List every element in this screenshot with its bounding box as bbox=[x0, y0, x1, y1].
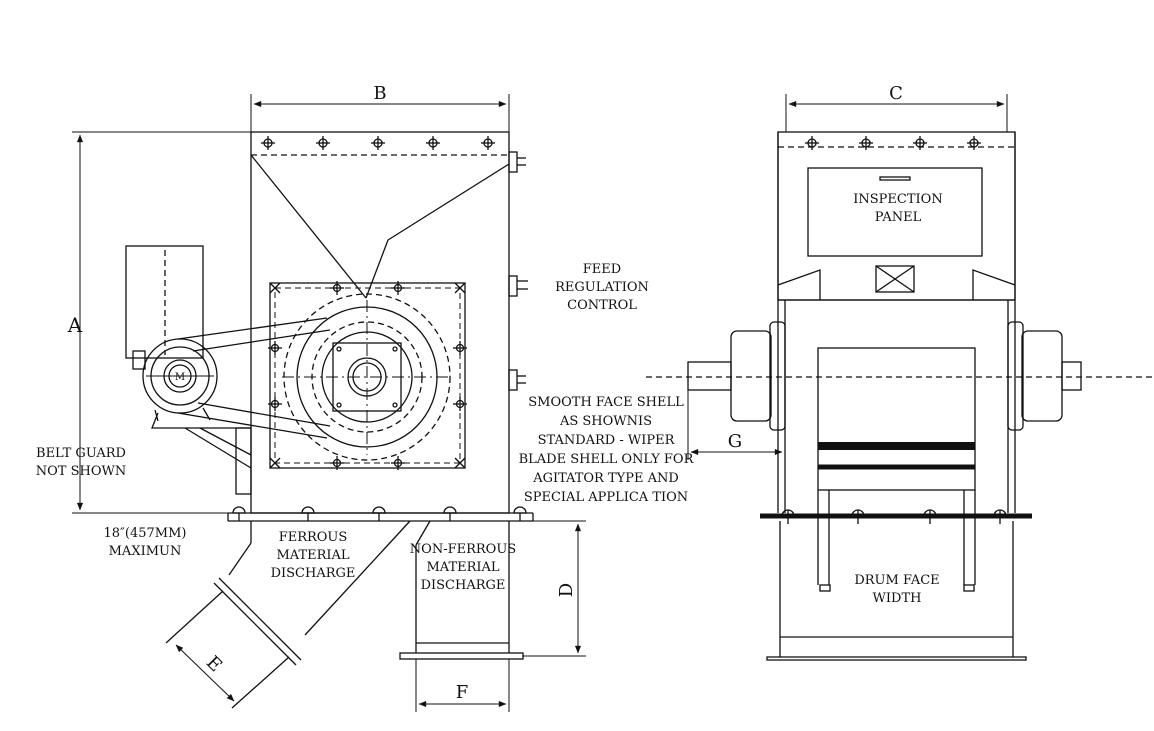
svg-text:BLADE SHELL ONLY FOR: BLADE SHELL ONLY FOR bbox=[519, 452, 695, 467]
dimension-f-label: F bbox=[456, 682, 469, 703]
side-top-bolts bbox=[261, 136, 495, 150]
svg-text:STANDARD - WIPER: STANDARD - WIPER bbox=[538, 433, 676, 448]
ferrous-chute-right bbox=[304, 520, 411, 636]
svg-text:AS SHOWNIS: AS SHOWNIS bbox=[559, 414, 652, 429]
svg-text:REGULATION: REGULATION bbox=[555, 280, 649, 295]
drum-cover-plate bbox=[269, 282, 466, 469]
dimension-g-label: G bbox=[728, 431, 742, 452]
drum-plate-bolts bbox=[268, 281, 467, 470]
svg-text:BELT GUARD: BELT GUARD bbox=[36, 446, 126, 461]
feed-regulation-handles bbox=[508, 151, 528, 391]
ferrous-discharge-flange bbox=[213, 582, 297, 666]
motor-label: M bbox=[175, 372, 185, 383]
svg-text:SMOOTH FACE SHELL: SMOOTH FACE SHELL bbox=[528, 395, 684, 410]
drum-front bbox=[817, 347, 976, 491]
svg-text:MATERIAL: MATERIAL bbox=[426, 560, 499, 575]
ferrous-discharge-label: FERROUS MATERIAL DISCHARGE bbox=[271, 530, 356, 581]
dimension-d-label: D bbox=[556, 583, 577, 597]
dimension-c-label: C bbox=[889, 83, 903, 104]
drive-belt-lower bbox=[177, 412, 328, 439]
left-shaft-end bbox=[687, 361, 732, 391]
shell-note: SMOOTH FACE SHELL AS SHOWNIS STANDARD - … bbox=[519, 395, 695, 505]
side-housing bbox=[250, 131, 510, 514]
svg-text:NOT SHOWN: NOT SHOWN bbox=[36, 464, 126, 479]
front-discharge-flange bbox=[766, 656, 1027, 661]
svg-text:AGITATOR TYPE AND: AGITATOR TYPE AND bbox=[532, 471, 679, 486]
side-view: M bbox=[36, 83, 649, 712]
inspection-panel bbox=[807, 167, 983, 257]
dimension-e-label: E bbox=[202, 652, 226, 676]
motor-bracket bbox=[151, 412, 251, 429]
svg-text:SPECIAL APPLICA TION: SPECIAL APPLICA TION bbox=[524, 490, 688, 505]
dimension-a-label: A bbox=[67, 313, 83, 337]
svg-text:MATERIAL: MATERIAL bbox=[276, 548, 349, 563]
inspection-panel-label: INSPECTION PANEL bbox=[853, 192, 942, 225]
non-ferrous-discharge-label: NON-FERROUS MATERIAL DISCHARGE bbox=[410, 542, 516, 593]
svg-text:FEED: FEED bbox=[583, 262, 621, 277]
svg-text:18″(457MM): 18″(457MM) bbox=[104, 526, 187, 541]
svg-text:WIDTH: WIDTH bbox=[873, 591, 922, 606]
motor-pulley bbox=[142, 338, 218, 414]
svg-text:DISCHARGE: DISCHARGE bbox=[271, 566, 356, 581]
max-distance-label: 18″(457MM) MAXIMUN bbox=[104, 526, 187, 559]
svg-text:INSPECTION: INSPECTION bbox=[853, 192, 942, 207]
belt-guard-label: BELT GUARD NOT SHOWN bbox=[36, 446, 126, 479]
svg-text:MAXIMUN: MAXIMUN bbox=[109, 544, 182, 559]
svg-text:NON-FERROUS: NON-FERROUS bbox=[410, 542, 516, 557]
right-shaft-end bbox=[1061, 361, 1082, 391]
drum-face-width-label: DRUM FACE WIDTH bbox=[854, 573, 939, 606]
front-top-bolts bbox=[805, 136, 981, 150]
drive-belt-upper bbox=[177, 317, 328, 340]
right-bearing-housing bbox=[1021, 330, 1063, 422]
motor-body bbox=[125, 245, 204, 359]
svg-text:DISCHARGE: DISCHARGE bbox=[421, 578, 506, 593]
feed-regulation-label: FEED REGULATION CONTROL bbox=[555, 262, 649, 313]
side-bottom-bolts bbox=[232, 506, 527, 521]
svg-text:CONTROL: CONTROL bbox=[567, 298, 637, 313]
svg-text:FERROUS: FERROUS bbox=[279, 530, 348, 545]
front-view: INSPECTION PANEL bbox=[519, 83, 1154, 661]
svg-text:DRUM FACE: DRUM FACE bbox=[854, 573, 939, 588]
brand-logo bbox=[875, 265, 915, 293]
non-ferrous-discharge-flange bbox=[399, 652, 524, 660]
svg-text:PANEL: PANEL bbox=[875, 210, 922, 225]
dimension-b-label: B bbox=[373, 83, 386, 104]
left-bearing-housing bbox=[730, 330, 772, 422]
front-bottom-bolts bbox=[781, 509, 1007, 524]
